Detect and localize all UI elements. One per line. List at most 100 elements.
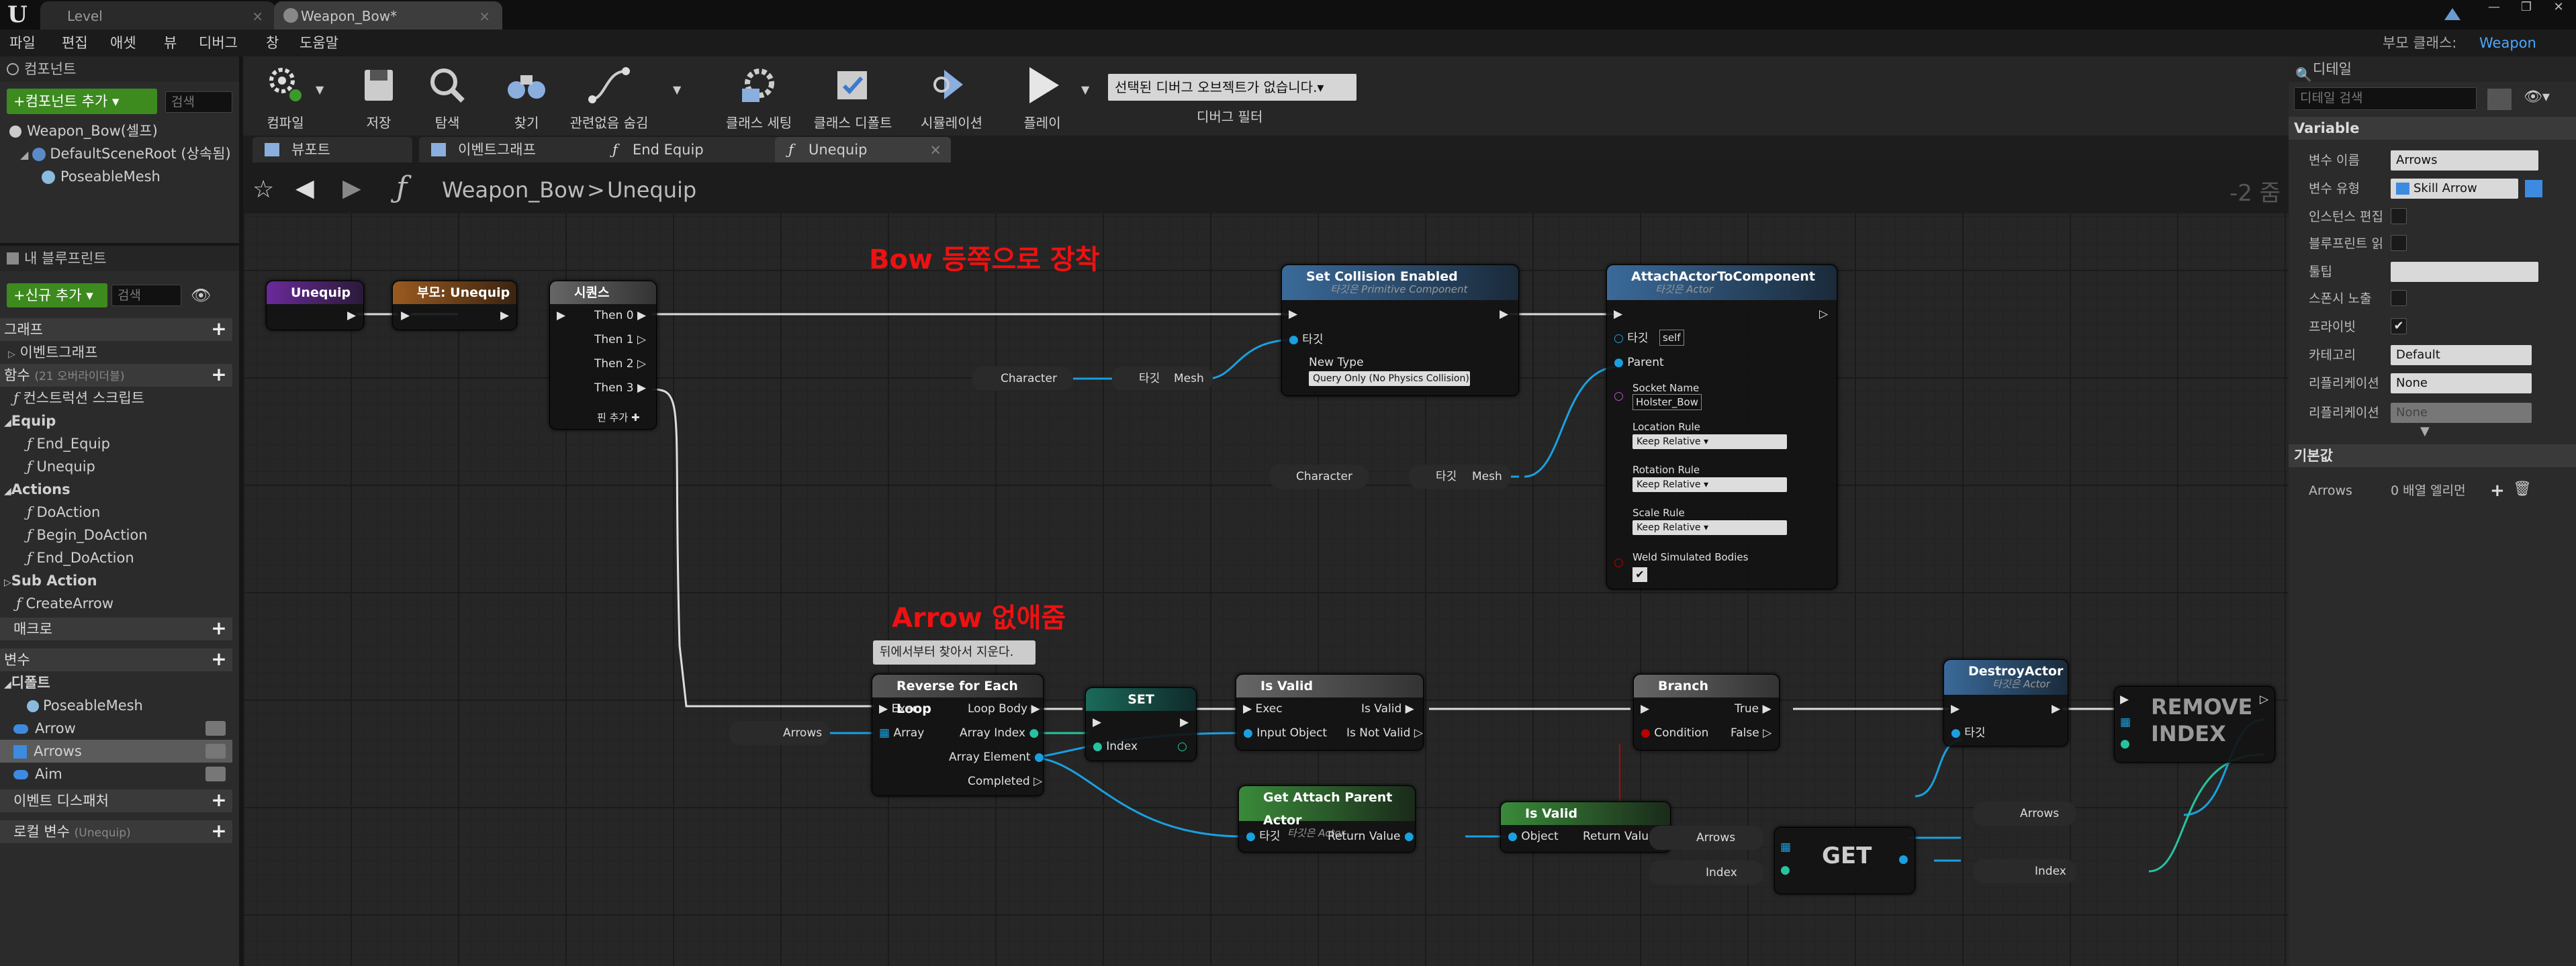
node-parent-unequip[interactable]: 부모: Unequip ▶ ▶ <box>392 281 517 330</box>
return-value-pin[interactable]: Return Value ● <box>1328 830 1414 843</box>
star-icon[interactable]: ☆ <box>252 176 275 203</box>
target-pin[interactable]: ● 타깃 <box>1289 333 1324 346</box>
category-select[interactable]: Default <box>2391 345 2532 365</box>
variable-arrow[interactable]: Arrow <box>13 717 232 740</box>
tab-viewport[interactable]: 뷰포트 <box>252 137 412 162</box>
exec-in-pin[interactable]: ▶ <box>1614 307 1623 321</box>
back-arrow-icon[interactable]: ◀ <box>295 175 314 202</box>
scale-rule-select[interactable]: Keep Relative ▾ <box>1632 520 1787 535</box>
exec-out-pin[interactable]: ▷ <box>1819 307 1829 321</box>
add-macro-button[interactable]: + <box>211 617 227 639</box>
node-character-getter[interactable]: Character <box>972 367 1073 391</box>
debug-object-select[interactable]: 선택된 디버그 오브젝트가 없습니다.▾ <box>1108 74 1356 101</box>
find-button[interactable]: 찾기 <box>493 62 560 136</box>
expand-arrow-icon[interactable]: ▷ <box>8 349 15 360</box>
exec-in-pin[interactable]: ▶ <box>1641 702 1650 716</box>
category-equip[interactable]: ◢Equip <box>4 413 56 429</box>
new-type-select[interactable]: Query Only (No Physics Collision) ▾ <box>1309 371 1470 399</box>
class-settings-button[interactable]: 클래스 세팅 <box>713 62 804 136</box>
exec-in-pin[interactable]: ▶ <box>401 309 410 322</box>
location-rule-select[interactable]: Keep Relative ▾ <box>1632 434 1787 449</box>
bp-readonly-checkbox[interactable] <box>2391 235 2407 251</box>
var-name-input[interactable]: Arrows <box>2391 150 2538 171</box>
menu-asset[interactable]: 애셋 <box>110 35 136 51</box>
tab-weapon-bow[interactable]: Weapon_Bow*× <box>274 1 502 30</box>
component-self[interactable]: Weapon_Bow(셀프) <box>9 119 158 142</box>
details-search-input[interactable]: 디테일 검색 <box>2294 87 2477 110</box>
exec-in-pin[interactable]: ▶ <box>1289 307 1298 321</box>
expose-on-spawn-checkbox[interactable] <box>2391 290 2407 306</box>
component-poseable-mesh[interactable]: PoseableMesh <box>42 165 160 188</box>
exec-in-pin[interactable]: ▶ <box>557 309 566 322</box>
node-unequip-entry[interactable]: Unequip ▶ <box>266 281 364 330</box>
node-is-valid-macro[interactable]: Is Valid ▶ Exec ● Input Object Is Valid … <box>1236 674 1424 751</box>
weld-pin[interactable]: ○ <box>1614 556 1624 569</box>
hide-unrelated-dropdown-icon[interactable]: ▼ <box>673 83 682 96</box>
function-begin-doaction[interactable]: ƒ Begin_DoAction <box>27 524 148 546</box>
hide-unrelated-button[interactable]: 관련없음 숨김 <box>559 62 659 136</box>
play-dropdown-icon[interactable]: ▼ <box>1081 83 1090 96</box>
exec-out-pin[interactable]: ▶ <box>2052 702 2061 716</box>
exec-pin[interactable]: ▶ <box>347 309 357 322</box>
add-new-button[interactable]: +신규 추가 ▾ <box>7 283 107 307</box>
graph-editor[interactable]: ☆ ◀ ▶ ƒ Weapon_Bow > Unequip -2 줌 <box>243 162 2289 966</box>
minimize-button[interactable]: — <box>2488 0 2500 14</box>
node-index-getter-2[interactable]: Index <box>1973 859 2076 883</box>
close-window-button[interactable]: ✕ <box>2553 0 2564 14</box>
replication-condition-select[interactable]: None <box>2391 403 2532 423</box>
compile-dropdown-icon[interactable]: ▼ <box>316 83 324 96</box>
node-is-valid-function[interactable]: Is Valid ● Object Return Value ● <box>1500 802 1671 853</box>
index-pin[interactable]: ● <box>1780 863 1790 877</box>
function-unequip[interactable]: ƒ Unequip <box>27 455 95 478</box>
section-variable[interactable]: Variable <box>2289 117 2576 140</box>
exec-out-pin[interactable]: ▶ <box>1180 716 1189 729</box>
node-index-getter[interactable]: Index <box>1649 861 1763 885</box>
trash-icon[interactable]: 🗑 <box>2513 481 2532 497</box>
add-component-button[interactable]: +컴포넌트 추가 ▾ <box>7 89 157 114</box>
blueprint-search-input[interactable]: 검색 <box>111 285 181 306</box>
loop-body-pin[interactable]: Loop Body ▶ <box>968 702 1040 716</box>
visibility-eye-icon[interactable] <box>205 721 226 736</box>
instance-editable-checkbox[interactable] <box>2391 208 2407 224</box>
add-local-variable-button[interactable]: + <box>211 820 227 842</box>
maximize-button[interactable]: ❐ <box>2520 0 2532 14</box>
node-reverse-for-each-loop[interactable]: Reverse for Each Loop ▶ Exec ▦ Array Loo… <box>872 674 1044 796</box>
node-array-get[interactable]: ▦ ● ● GET <box>1774 827 1915 894</box>
replication-select[interactable]: None <box>2391 373 2532 393</box>
menu-debug[interactable]: 디버그 <box>199 35 238 51</box>
add-dispatcher-button[interactable]: + <box>211 789 227 811</box>
container-type-icon[interactable] <box>2525 180 2542 197</box>
close-icon[interactable]: × <box>252 8 263 24</box>
add-variable-button[interactable]: + <box>211 648 227 670</box>
eye-icon[interactable]: 👁▾ <box>2524 89 2550 105</box>
target-pin[interactable]: ○ 타깃 <box>1614 332 1649 345</box>
socket-pin[interactable]: ○ <box>1614 389 1624 403</box>
breadcrumb-root[interactable]: Weapon_Bow <box>442 177 585 203</box>
category-local-variables[interactable]: 로컬 변수 (Unequip)+ <box>0 820 232 843</box>
components-search-input[interactable]: 검색 <box>165 91 232 113</box>
category-macros[interactable]: 매크로+ <box>0 618 232 640</box>
event-graph-item[interactable]: ▷ 이벤트그래프 <box>8 341 97 364</box>
menu-help[interactable]: 도움말 <box>300 35 338 51</box>
index-in-pin[interactable]: ● Index <box>1093 740 1138 753</box>
menu-edit[interactable]: 편집 <box>62 35 88 51</box>
node-set-index[interactable]: SET ▶ ▶ ● Index ○ <box>1085 687 1197 761</box>
node-arrows-getter[interactable]: Arrows <box>729 721 830 745</box>
category-variables[interactable]: 변수+ <box>0 648 232 671</box>
array-element-pin[interactable]: Array Element ● <box>949 751 1044 764</box>
function-doaction[interactable]: ƒ DoAction <box>27 501 100 524</box>
menu-view[interactable]: 뷰 <box>164 35 177 51</box>
browse-button[interactable]: 탐색 <box>414 62 481 136</box>
completed-pin[interactable]: Completed ▷ <box>968 775 1043 788</box>
function-create-arrow[interactable]: ƒ CreateArrow <box>16 592 113 615</box>
function-end-doaction[interactable]: ƒ End_DoAction <box>27 546 134 569</box>
category-default[interactable]: ◢디폴트 <box>4 675 50 691</box>
variable-aim[interactable]: Aim <box>13 763 232 785</box>
save-button[interactable]: 저장 <box>345 62 412 136</box>
exec-out-pin[interactable]: ▷ <box>2260 693 2269 706</box>
category-sub-action[interactable]: ▷Sub Action <box>4 573 97 589</box>
